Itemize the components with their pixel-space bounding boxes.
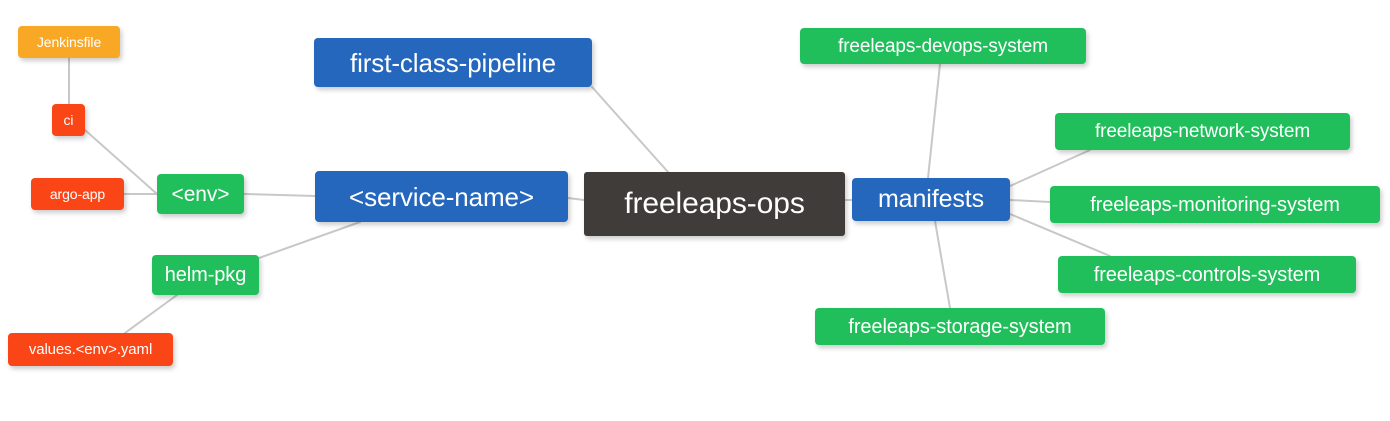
edge-servicename-root [567,197,585,201]
mindmap-node-network-system[interactable]: freeleaps-network-system [1055,113,1350,150]
mindmap-node-manifests[interactable]: manifests [852,178,1010,221]
mindmap-node-label: helm-pkg [164,264,247,286]
mindmap-node-label: argo-app [49,186,106,202]
mindmap-node-root[interactable]: freeleaps-ops [584,172,845,236]
mindmap-node-values-yaml[interactable]: values.<env>.yaml [8,333,173,366]
mindmap-node-label: freeleaps-storage-system [848,315,1072,338]
mindmap-node-devops-system[interactable]: freeleaps-devops-system [800,28,1086,64]
mindmap-node-ci[interactable]: ci [52,104,85,136]
mindmap-node-label: freeleaps-devops-system [838,35,1048,57]
edge-firstclass-root [591,86,669,173]
mindmap-node-label: <service-name> [348,181,535,212]
edge-valuesyaml-helmpkg [124,294,178,334]
edge-manifests-network [1009,149,1091,187]
edge-manifests-devops [927,63,941,179]
mindmap-node-label: Jenkinsfile [36,34,102,50]
mindmap-node-service-name[interactable]: <service-name> [315,171,568,222]
mindmap-node-env[interactable]: <env> [157,174,244,214]
mindmap-node-argo-app[interactable]: argo-app [31,178,124,210]
edge-manifests-storage [934,220,951,309]
mindmap-node-label: freeleaps-controls-system [1093,263,1321,286]
mindmap-node-label: freeleaps-network-system [1094,121,1311,142]
mindmap-node-monitoring-system[interactable]: freeleaps-monitoring-system [1050,186,1380,223]
edge-env-servicename [243,193,316,197]
mindmap-node-first-class[interactable]: first-class-pipeline [314,38,592,87]
mindmap-node-label: freeleaps-monitoring-system [1090,193,1340,216]
mindmap-node-label: ci [63,112,74,128]
mindmap-node-label: freeleaps-ops [624,187,805,220]
edge-helmpkg-servicename [258,221,361,259]
mindmap-node-label: values.<env>.yaml [28,341,153,358]
mindmap-node-label: manifests [877,185,985,213]
mindmap-node-jenkinsfile[interactable]: Jenkinsfile [18,26,120,58]
mindmap-node-helm-pkg[interactable]: helm-pkg [152,255,259,295]
mindmap-node-label: <env> [171,182,230,206]
mindmap-node-storage-system[interactable]: freeleaps-storage-system [815,308,1105,345]
edge-manifests-monitoring [1009,199,1051,203]
mindmap-node-controls-system[interactable]: freeleaps-controls-system [1058,256,1356,293]
mindmap-node-label: first-class-pipeline [349,47,557,78]
